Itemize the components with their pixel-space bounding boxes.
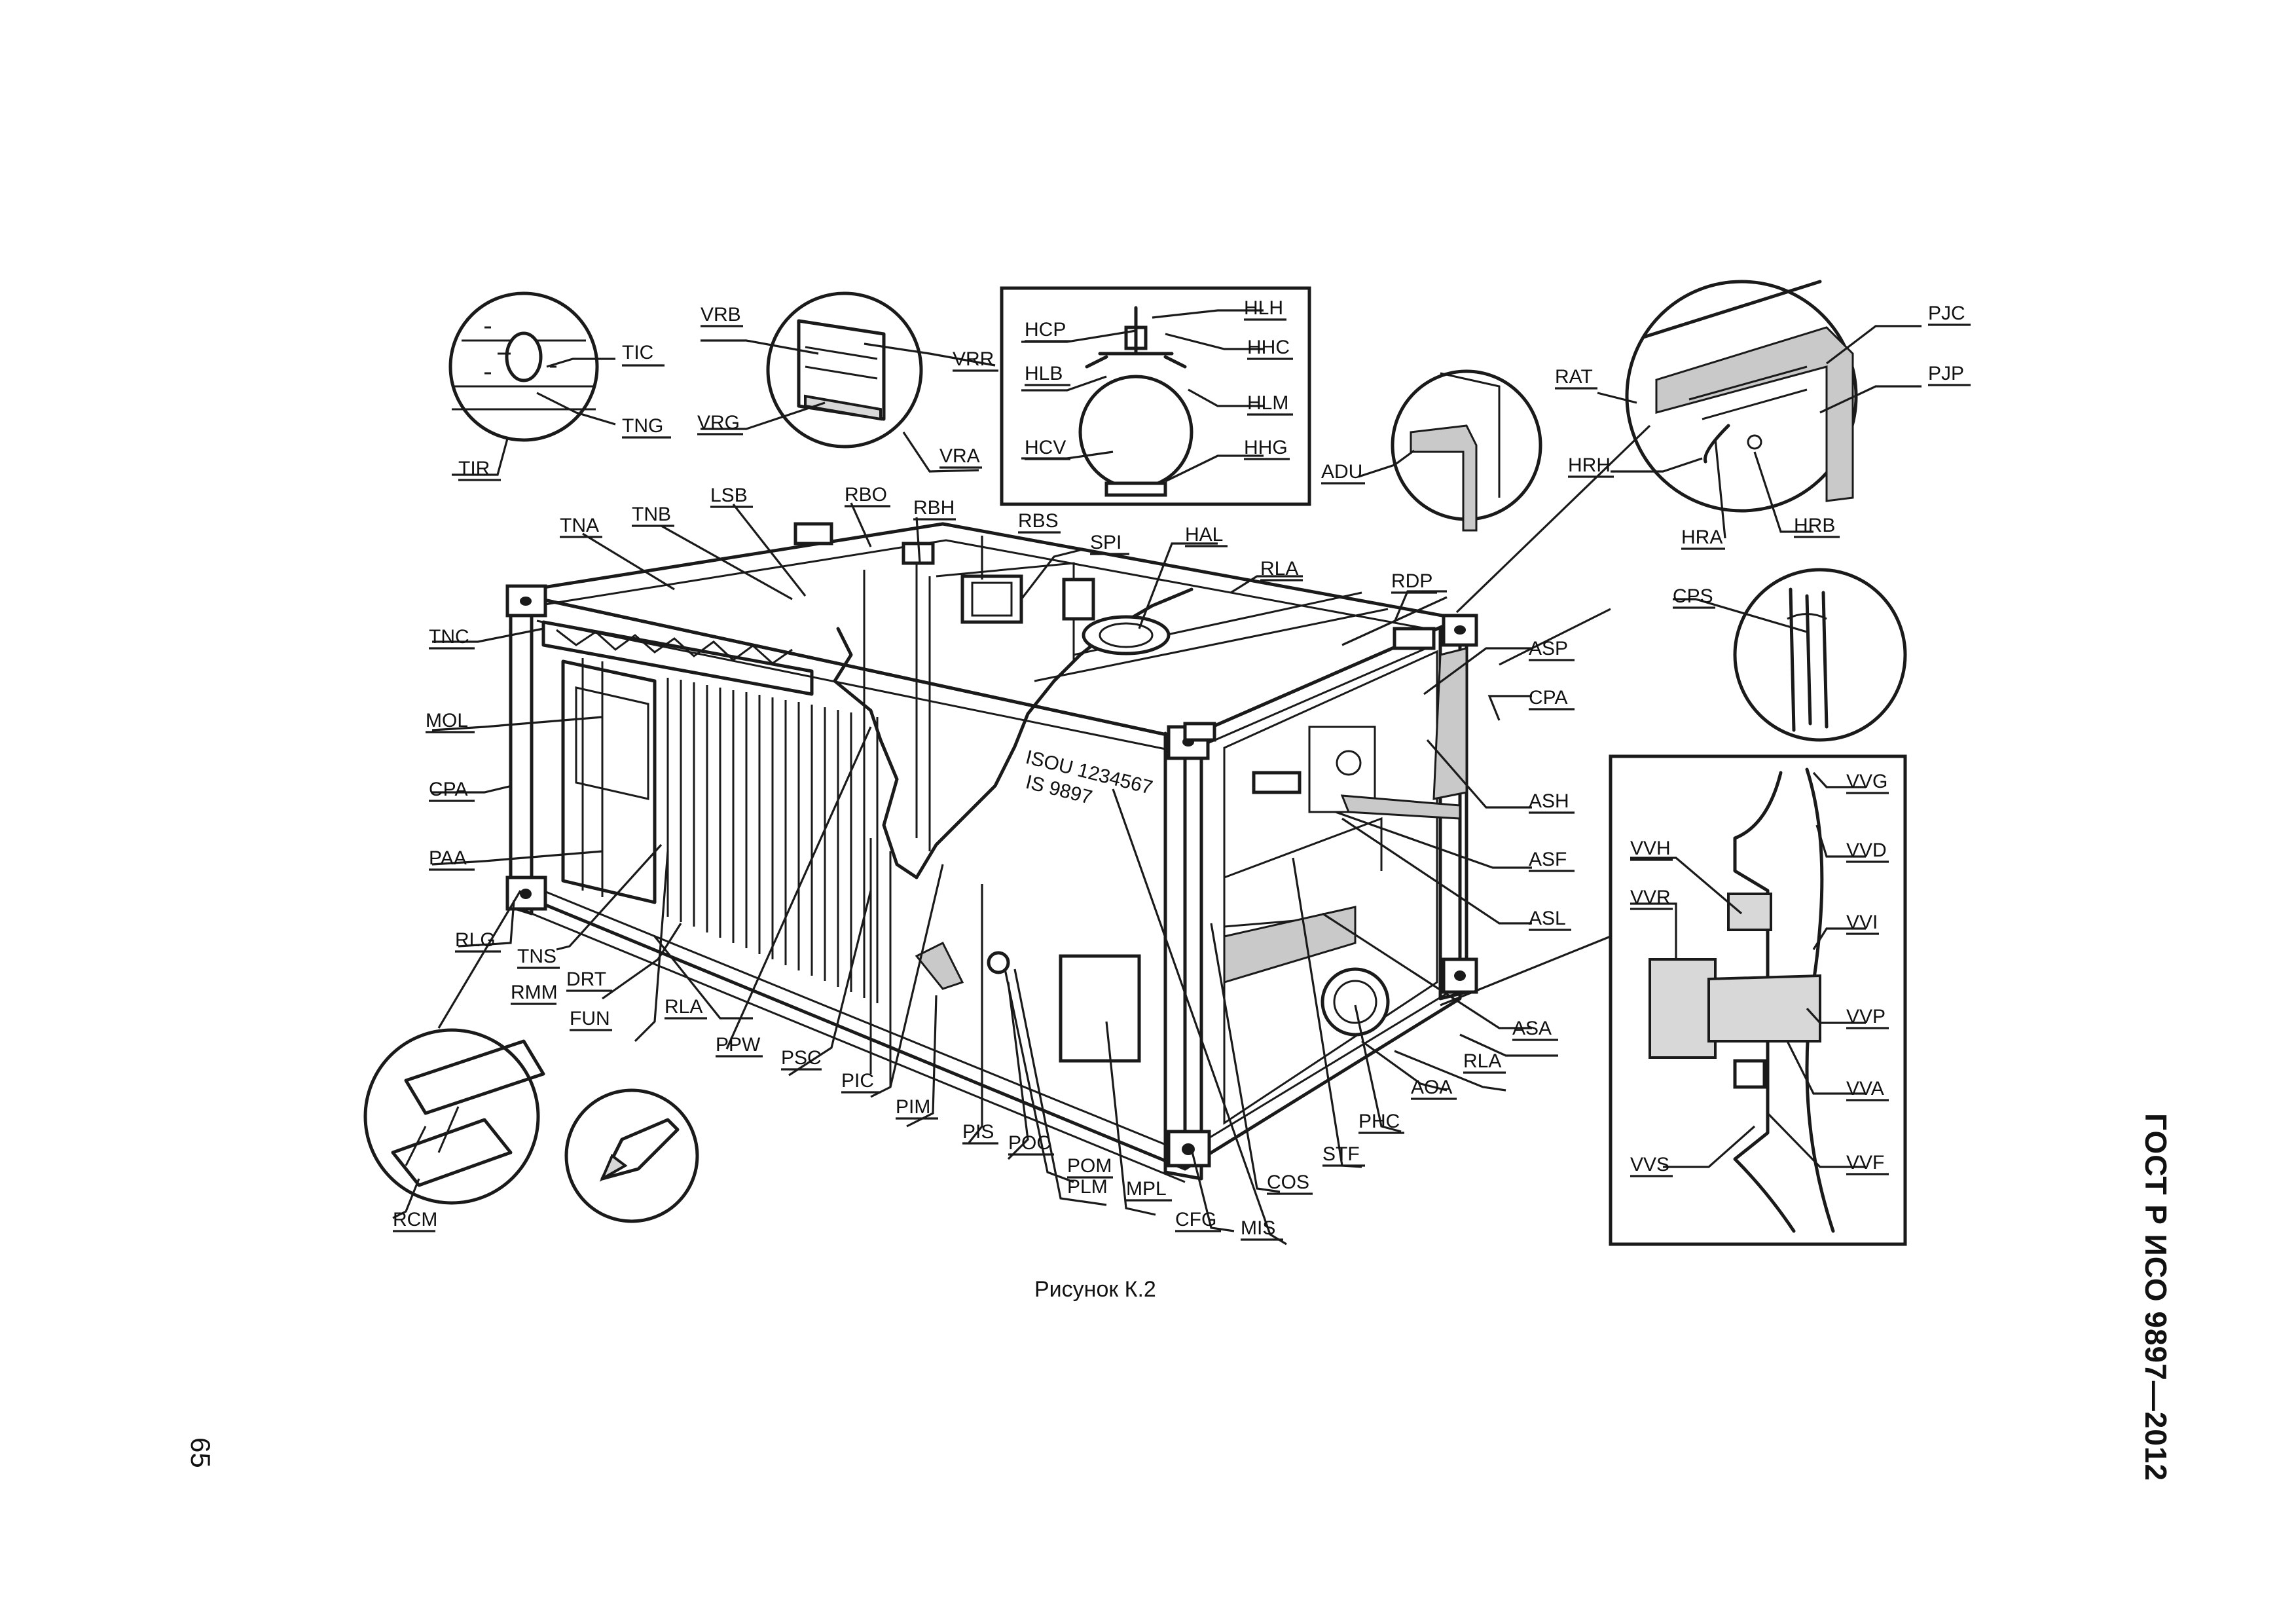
callout-hcv: HCV xyxy=(1025,437,1066,458)
callout-hal: HAL xyxy=(1185,524,1223,545)
callout-hhc: HHC xyxy=(1247,337,1290,358)
callout-vvi: VVI xyxy=(1846,912,1878,933)
callout-mpl: MPL xyxy=(1126,1178,1167,1200)
figure-caption: Рисунок К.2 xyxy=(1034,1277,1156,1302)
standard-designation: ГОСТ Р ИСО 9897—2012 xyxy=(2139,1113,2173,1482)
callout-vvs: VVS xyxy=(1630,1154,1669,1175)
detail-fun xyxy=(564,1088,699,1223)
callout-drt: DRT xyxy=(566,969,606,990)
callout-rbh: RBH xyxy=(913,497,955,519)
callout-tns: TNS xyxy=(517,946,556,967)
callout-asl: ASL xyxy=(1529,908,1566,929)
page-number: 65 xyxy=(185,1437,216,1468)
callout-vra: VRA xyxy=(939,445,980,467)
callout-rat: RAT xyxy=(1555,366,1593,388)
callout-cos: COS xyxy=(1267,1172,1309,1193)
callout-vvg: VVG xyxy=(1846,771,1887,792)
detail-tir xyxy=(448,291,599,442)
callout-hrb: HRB xyxy=(1794,515,1835,536)
leader-lines xyxy=(392,309,1922,1246)
container-marking: ISOU 1234567 IS 9897 xyxy=(1023,747,1155,809)
detail-cps xyxy=(1733,568,1907,742)
callout-cfg: CFG xyxy=(1175,1209,1216,1230)
callout-vvf: VVF xyxy=(1846,1152,1884,1173)
callout-mis: MIS xyxy=(1241,1217,1275,1239)
callout-cps: CPS xyxy=(1673,585,1713,607)
callout-tic: TIC xyxy=(622,342,653,363)
callout-cpa-left: CPA xyxy=(429,779,467,800)
callout-pjc: PJC xyxy=(1928,303,1965,324)
detail-rcm xyxy=(363,1028,545,1205)
callout-rcm: RCM xyxy=(393,1209,437,1230)
callout-aoa: AOA xyxy=(1411,1077,1452,1098)
callout-pjp: PJP xyxy=(1928,363,1964,384)
detail-hanger xyxy=(1000,286,1311,506)
callout-rlg: RLG xyxy=(455,929,496,951)
callout-rmm: RMM xyxy=(511,982,558,1003)
callout-vvh: VVH xyxy=(1630,838,1671,859)
callout-rdp: RDP xyxy=(1391,570,1432,592)
callout-ash: ASH xyxy=(1529,790,1569,812)
callout-pic: PIC xyxy=(841,1070,874,1092)
callout-adu: ADU xyxy=(1321,461,1362,483)
callout-fun: FUN xyxy=(570,1008,610,1029)
callout-mol: MOL xyxy=(426,710,468,731)
label-underlines xyxy=(393,318,1971,1241)
callout-lsb: LSB xyxy=(710,485,748,506)
callout-hrh: HRH xyxy=(1568,454,1611,476)
detail-adu xyxy=(1391,369,1542,532)
callout-rbo: RBO xyxy=(845,484,887,506)
callout-vrr: VRR xyxy=(953,348,994,370)
callout-vrg: VRG xyxy=(697,412,740,434)
callout-hhg: HHG xyxy=(1244,437,1288,458)
callout-vvr: VVR xyxy=(1630,887,1671,908)
callout-hlh: HLH xyxy=(1244,297,1283,319)
callout-hlb: HLB xyxy=(1025,363,1063,384)
callout-rla-end: RLA xyxy=(1463,1050,1501,1072)
callout-tnc: TNC xyxy=(429,626,469,648)
callout-spi: SPI xyxy=(1090,532,1121,553)
callout-phc: PHC xyxy=(1358,1111,1400,1132)
callout-hlm: HLM xyxy=(1247,392,1288,414)
callout-pom: POM xyxy=(1067,1155,1112,1177)
callout-rla-front: RLA xyxy=(665,996,702,1018)
detail-vv xyxy=(1609,754,1907,1246)
callout-hra: HRA xyxy=(1681,526,1722,548)
callout-tir: TIR xyxy=(458,458,490,479)
detail-vr xyxy=(766,291,923,449)
callout-cpa-right: CPA xyxy=(1529,687,1567,709)
callout-hcp: HCP xyxy=(1025,319,1066,341)
callout-tng: TNG xyxy=(622,415,663,437)
callout-tnb: TNB xyxy=(632,504,671,525)
callout-poc: POC xyxy=(1008,1132,1051,1154)
callout-tna: TNA xyxy=(560,515,599,536)
callout-labels: TIC TNG TIR VRB VRR VRG VRA HCP HLH HHC … xyxy=(393,297,1965,1239)
callout-pim: PIM xyxy=(896,1096,930,1118)
callout-asp: ASP xyxy=(1529,638,1568,659)
container-body xyxy=(505,522,1478,1183)
callout-psc: PSC xyxy=(781,1047,822,1069)
callout-rla-top: RLA xyxy=(1260,558,1298,580)
callout-pis: PIS xyxy=(962,1121,994,1143)
callout-paa: PAA xyxy=(429,847,467,869)
callout-ppw: PPW xyxy=(716,1034,761,1056)
callout-rbs: RBS xyxy=(1018,510,1059,532)
detail-rat xyxy=(1625,280,1858,513)
callout-asa: ASA xyxy=(1512,1018,1552,1039)
callout-plm: PLM xyxy=(1067,1176,1108,1198)
callout-vvp: VVP xyxy=(1846,1006,1886,1027)
callout-vvd: VVD xyxy=(1846,840,1887,861)
callout-asf: ASF xyxy=(1529,849,1567,870)
callout-vrb: VRB xyxy=(701,304,741,325)
callout-vva: VVA xyxy=(1846,1078,1884,1099)
callout-stf: STF xyxy=(1322,1143,1360,1165)
